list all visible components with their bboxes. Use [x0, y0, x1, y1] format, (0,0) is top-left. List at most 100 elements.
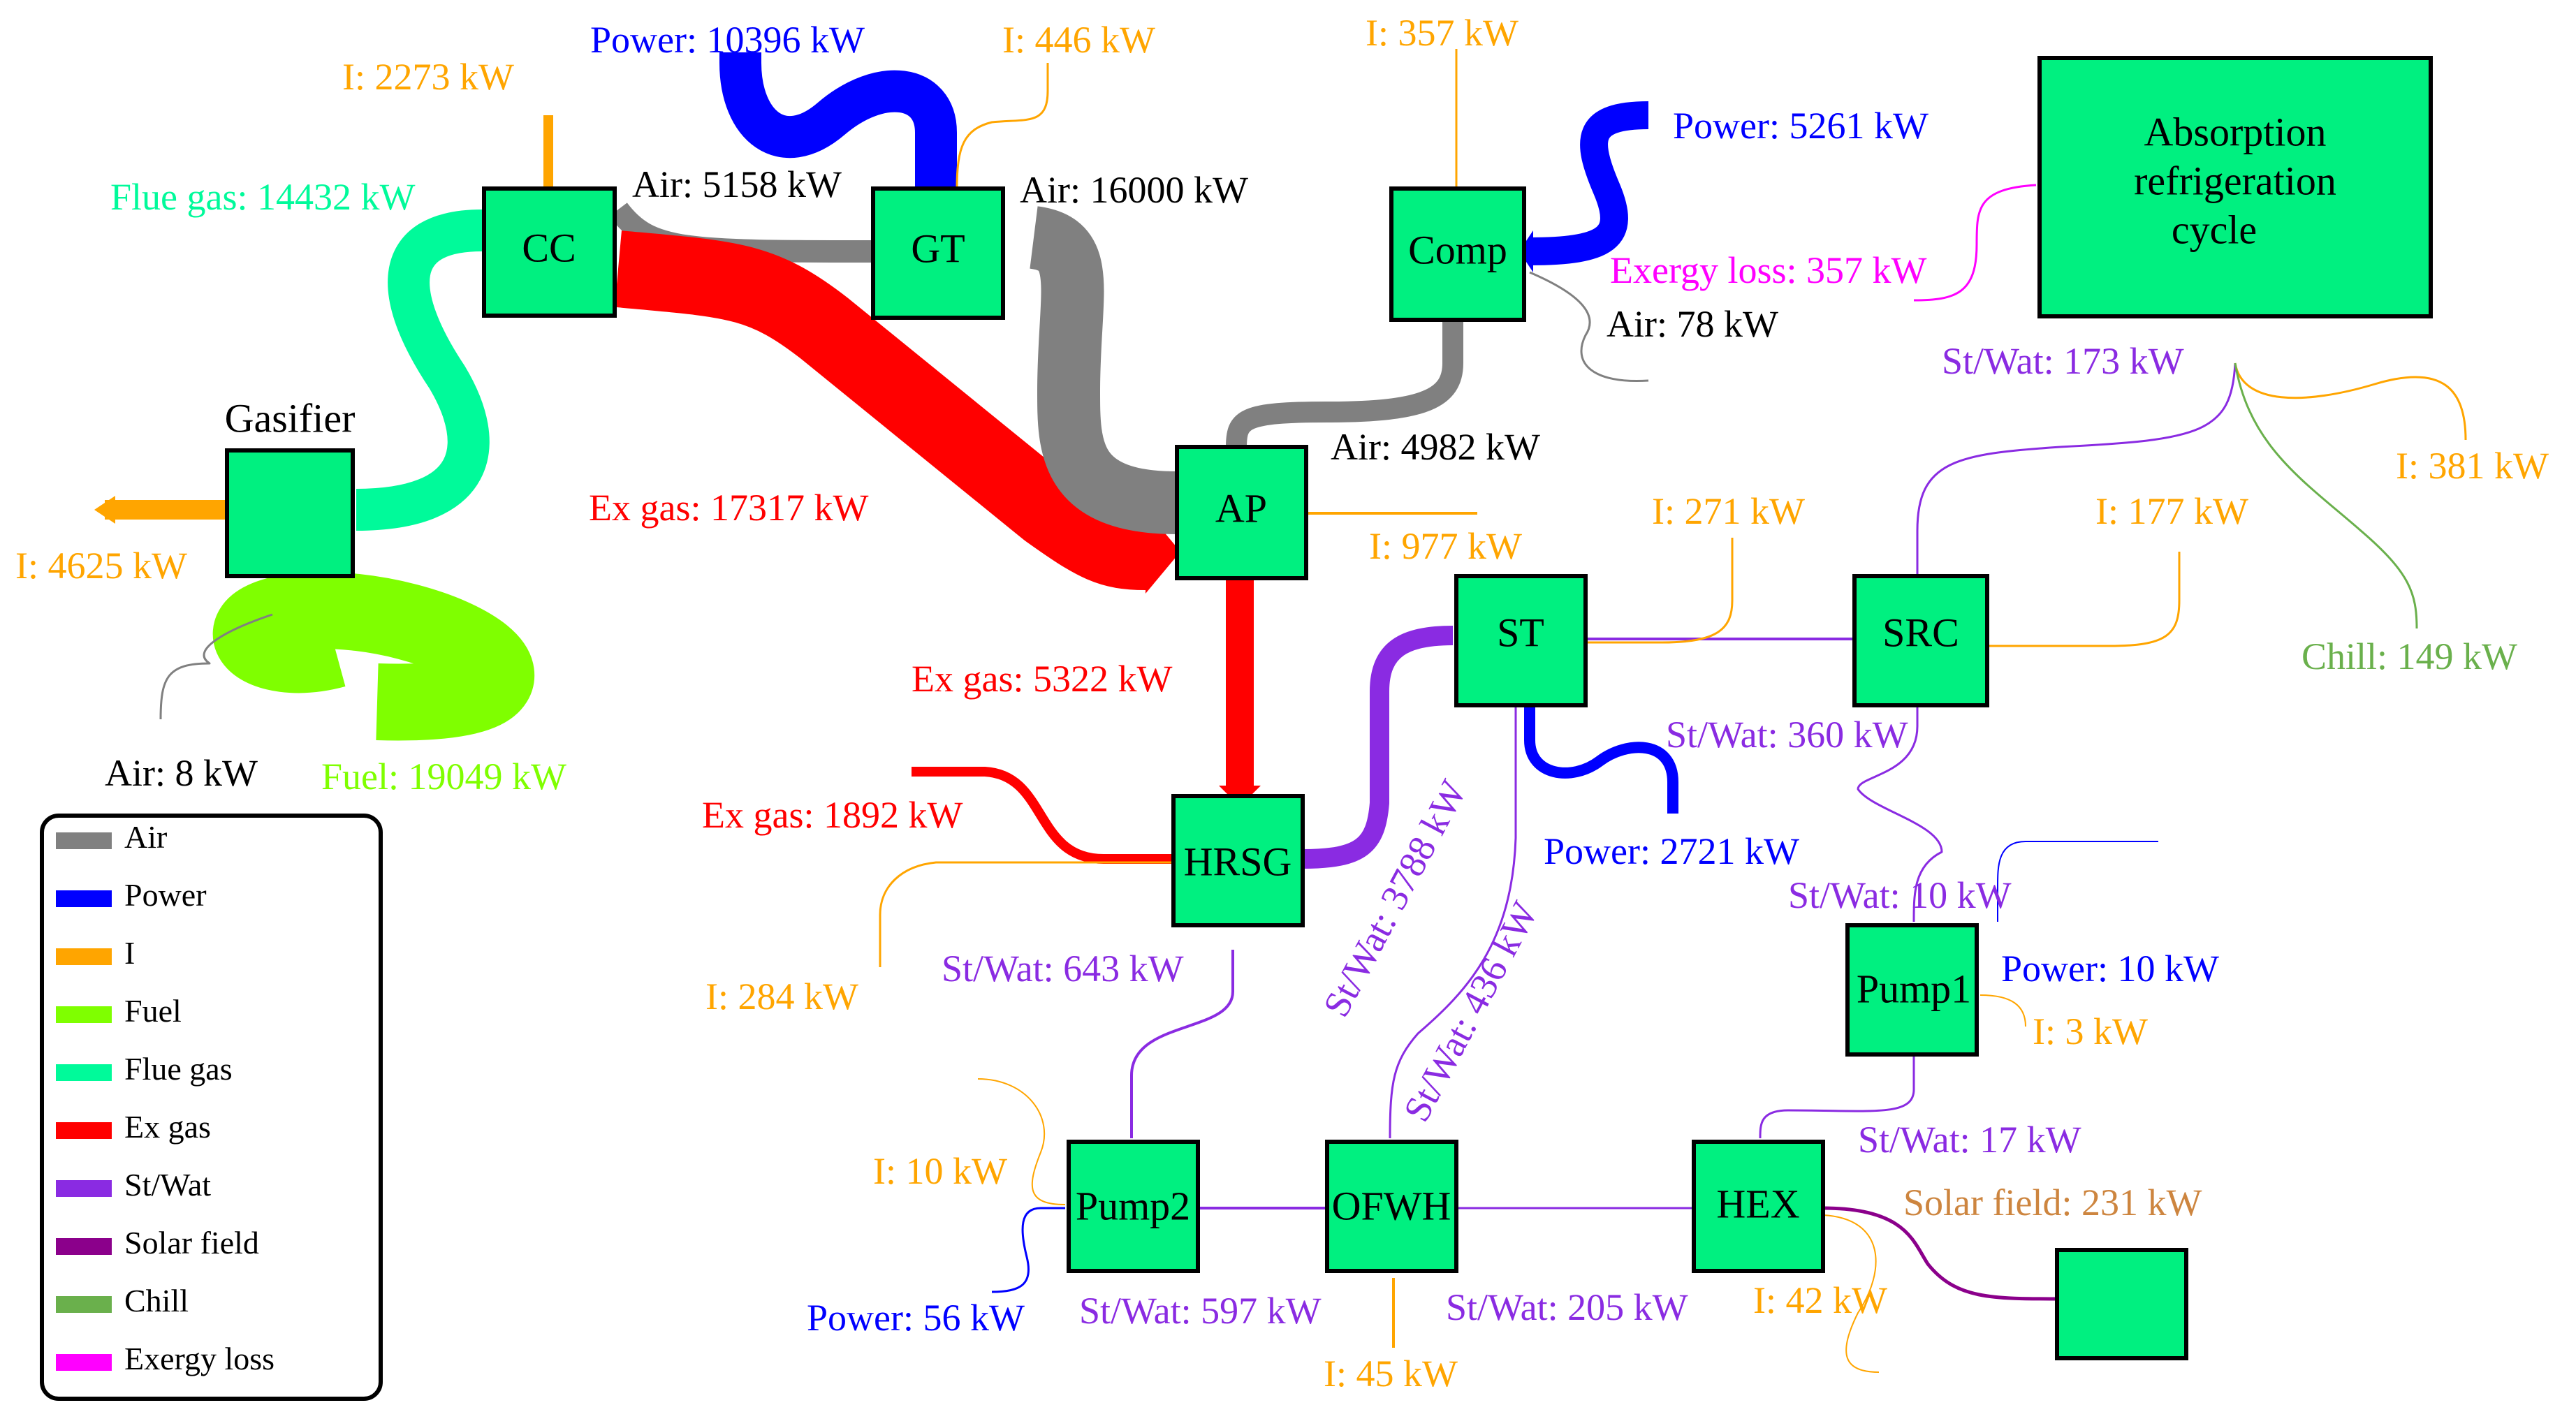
i-pump2-flow [977, 1078, 1066, 1205]
gasifier-box [225, 448, 355, 578]
i-comp-label: I: 357 kW [1366, 12, 1518, 54]
src-block: SRC [1852, 574, 1989, 707]
i-ofwh-label: I: 45 kW [1324, 1353, 1458, 1395]
power-comp-label: Power: 5261 kW [1673, 105, 1929, 147]
stwat-hex-label: St/Wat: 205 kW [1446, 1286, 1688, 1328]
st-box [1454, 574, 1588, 707]
legend-label: Exergy loss [124, 1341, 275, 1376]
legend-label: I [124, 935, 135, 971]
air-gasifier-label: Air: 8 kW [105, 752, 258, 794]
legend-label: Air [124, 819, 167, 855]
legend-label: Flue gas [124, 1051, 233, 1087]
ofwh-box [1325, 1140, 1458, 1273]
air-gt-label: Air: 16000 kW [1020, 169, 1248, 211]
power-pump2-flow [991, 1207, 1065, 1293]
stwat-abs-flow [1916, 362, 2237, 576]
pump1-block: Pump1 [1845, 923, 1979, 1057]
legend-item: Fuel [56, 993, 182, 1029]
i-pump1-flow [1979, 994, 2026, 1027]
chill-flow [2234, 362, 2418, 629]
i-gasifier-label: I: 4625 kW [15, 545, 187, 587]
i-ap-label: I: 977 kW [1369, 525, 1522, 567]
pump2-box [1067, 1140, 1200, 1273]
pump1-box [1845, 923, 1979, 1057]
cc-label: CC [522, 225, 576, 270]
hrsg-label: HRSG [1184, 839, 1292, 884]
air-ap-flow [1226, 321, 1463, 448]
air-gt-flow [1028, 206, 1178, 534]
legend-label: Chill [124, 1283, 189, 1318]
stwat-st-hrsg-label: St/Wat: 3788 kW [1315, 774, 1474, 1024]
absorption-block: Absorption refrigeration cycle [2037, 56, 2433, 318]
stwat-pump1-label: St/Wat: 10 kW [1788, 874, 2012, 916]
i-pump1-label: I: 3 kW [2033, 1010, 2148, 1052]
solar-label: Solar field: 231 kW [1903, 1182, 2202, 1223]
gt-box [871, 186, 1005, 320]
comp-box [1389, 186, 1526, 322]
air-comp-flow [1529, 271, 1649, 383]
stwat-hex-pump1-label: St/Wat: 17 kW [1858, 1119, 2081, 1161]
power-pump1-flow [1997, 841, 2158, 922]
legend-label: Fuel [124, 993, 182, 1029]
gt-label: GT [911, 226, 965, 271]
st-label: ST [1497, 610, 1544, 655]
st-block: ST [1454, 574, 1588, 707]
legend-label: Power [124, 877, 207, 913]
pump2-block: Pump2 [1067, 1140, 1200, 1273]
i-pump2-label: I: 10 kW [873, 1150, 1007, 1192]
legend-item: Ex gas [56, 1109, 211, 1145]
legend-item: I [56, 935, 135, 971]
legend-swatch [56, 1064, 112, 1081]
stwat-st-hrsg-flow [1302, 626, 1454, 869]
hex-label: HEX [1716, 1181, 1799, 1226]
hrsg-block: HRSG [1171, 794, 1305, 927]
i-st-flow [1582, 538, 1734, 644]
ex-gas-cc-flow [615, 230, 1146, 590]
exergy-loss-flow [1913, 184, 2037, 302]
absorption-box [2037, 56, 2433, 318]
stwat-src-label: St/Wat: 360 kW [1666, 714, 1908, 756]
legend-swatch [56, 832, 112, 849]
comp-label: Comp [1408, 227, 1507, 272]
legend-swatch [56, 1238, 112, 1255]
stwat-ofwh-label: St/Wat: 436 kW [1396, 895, 1546, 1128]
absorption-label-line3: cycle [2172, 207, 2257, 252]
absorption-label-line1: Absorption [2144, 109, 2327, 154]
ap-label: AP [1215, 485, 1267, 531]
legend-swatch [56, 1354, 112, 1371]
i-gt-label: I: 446 kW [1002, 19, 1155, 61]
legend-item: Power [56, 877, 207, 913]
legend-item: Air [56, 819, 167, 855]
power-pump2-label: Power: 56 kW [807, 1297, 1025, 1339]
ofwh-label: OFWH [1332, 1183, 1451, 1228]
i-abs-label: I: 381 kW [2396, 445, 2549, 487]
stwat-pump2-label: St/Wat: 597 kW [1079, 1290, 1322, 1332]
i-hrsg-label: I: 284 kW [705, 976, 858, 1017]
flue-gas-label: Flue gas: 14432 kW [110, 176, 415, 218]
ap-box [1175, 445, 1308, 580]
i-st-label: I: 271 kW [1652, 490, 1805, 532]
solar-collector-block [2055, 1248, 2188, 1360]
i-src-flow [1987, 552, 2181, 647]
cc-block: CC [482, 186, 617, 318]
comp-block: Comp [1389, 186, 1526, 322]
air-comp-label: Air: 78 kW [1607, 303, 1778, 345]
legend-item: Chill [56, 1283, 189, 1318]
cc-box [482, 186, 617, 318]
ex-gas-out-label: Ex gas: 1892 kW [702, 794, 963, 836]
power-comp-flow [1529, 101, 1649, 265]
air-ap-label: Air: 4982 kW [1331, 426, 1540, 468]
ofwh-block: OFWH [1325, 1140, 1458, 1273]
stwat-hrsg-flow [1130, 950, 1234, 1138]
flue-gas-flow [356, 209, 490, 531]
ex-gas-cc-label: Ex gas: 17317 kW [589, 487, 868, 529]
solar-flow [1822, 1206, 2061, 1301]
ex-gas-ap-label: Ex gas: 5322 kW [912, 658, 1172, 700]
stwat-ofwh-flow [1389, 705, 1517, 1139]
stwat-hex-pump1-flow [1759, 1054, 1915, 1139]
src-box [1852, 574, 1989, 707]
hex-block: HEX [1692, 1140, 1825, 1273]
legend-frame [40, 814, 383, 1401]
